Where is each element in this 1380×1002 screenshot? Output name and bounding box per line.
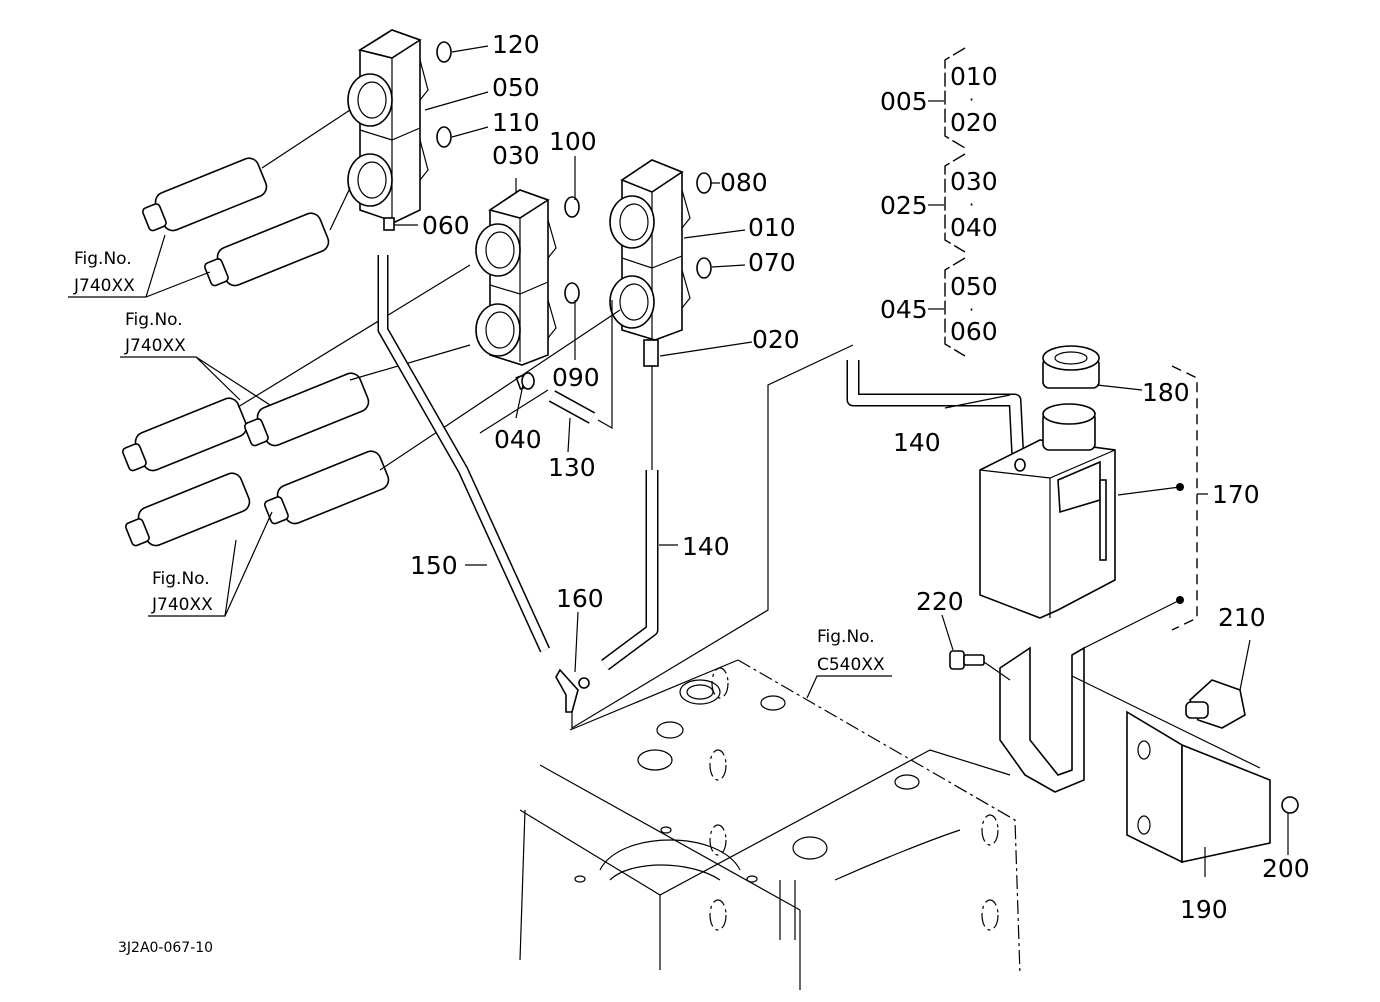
part-label-080: 080 (720, 168, 768, 197)
part-label-070: 070 (748, 248, 796, 277)
fig-ref-c540-line2: C540XX (817, 655, 885, 675)
part-label-110: 110 (492, 108, 540, 137)
assembly-component-2: 020 (950, 108, 998, 137)
valve-block-005 (609, 159, 691, 367)
part-label-220: 220 (916, 587, 964, 616)
assembly-025: 025 030 · 040 (880, 153, 998, 253)
fig-ref-j740-b-line2: J740XX (124, 336, 186, 356)
part-label-060: 060 (422, 211, 470, 240)
assembly-component-2: 040 (950, 213, 998, 242)
assembly-component-2: 060 (950, 317, 998, 346)
assembly-separator: · (969, 195, 974, 214)
fig-ref-j740-c-line2: J740XX (151, 595, 213, 615)
assembly-separator: · (969, 90, 974, 109)
assembly-id: 045 (880, 295, 928, 324)
tank-clamp (999, 599, 1261, 793)
part-label-130: 130 (548, 453, 596, 482)
assembly-005: 005 010 · 020 (880, 47, 998, 149)
o-rings (436, 41, 712, 304)
part-label-030: 030 (492, 141, 540, 170)
assembly-separator: · (969, 300, 974, 319)
quick-couplers (122, 109, 621, 547)
part-label-160: 160 (556, 584, 604, 613)
part-label-090: 090 (552, 363, 600, 392)
part-label-050: 050 (492, 73, 540, 102)
part-label-120: 120 (492, 30, 540, 59)
part-label-150: 150 (410, 551, 458, 580)
assembly-component-1: 050 (950, 272, 998, 301)
part-label-170: 170 (1212, 480, 1260, 509)
part-label-040: 040 (494, 425, 542, 454)
assembly-component-1: 010 (950, 62, 998, 91)
fig-ref-j740-c-line1: Fig.No. (152, 569, 210, 589)
assembly-id: 005 (880, 87, 928, 116)
part-label-180: 180 (1142, 378, 1190, 407)
part-label-020: 020 (752, 325, 800, 354)
fig-ref-j740-a-line2: J740XX (73, 276, 135, 296)
valve-block-025 (475, 189, 557, 391)
fig-ref-j740-a-line1: Fig.No. (74, 249, 132, 269)
part-label-210: 210 (1218, 603, 1266, 632)
engine-block (519, 659, 1021, 990)
fig-ref-j740-b-line1: Fig.No. (125, 310, 183, 330)
part-label-100: 100 (549, 127, 597, 156)
drawing-code: 3J2A0-067-10 (118, 940, 213, 956)
reservoir-tank (979, 403, 1116, 619)
tank-cap (1042, 345, 1100, 389)
assembly-id: 025 (880, 191, 928, 220)
assembly-045: 045 050 · 060 (880, 257, 998, 357)
part-label-010: 010 (748, 213, 796, 242)
valve-block-045 (347, 29, 429, 231)
part-label-140-lower: 140 (682, 532, 730, 561)
part-label-200: 200 (1262, 854, 1310, 883)
mounting-bracket (1126, 710, 1271, 864)
part-label-140-upper: 140 (893, 428, 941, 457)
assembly-legend: 005 010 · 020 025 030 · 040 045 050 · 06… (880, 47, 998, 357)
assembly-component-1: 030 (950, 167, 998, 196)
part-label-190: 190 (1180, 895, 1228, 924)
fig-ref-c540-line1: Fig.No. (817, 627, 875, 647)
